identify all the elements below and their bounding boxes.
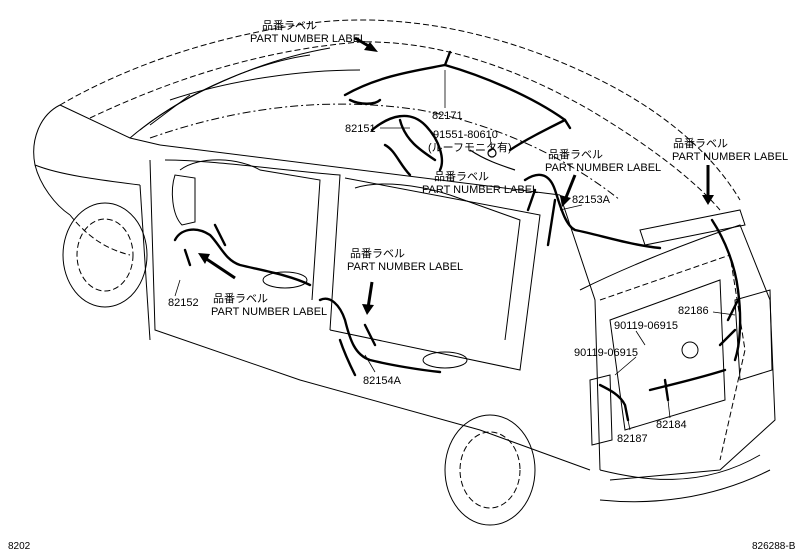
label-jp-hatch: 品番ラベル bbox=[673, 137, 728, 150]
harness-82184 bbox=[648, 368, 727, 402]
harness-82186 bbox=[710, 218, 742, 362]
footer-right-code: 826288-B bbox=[752, 541, 796, 552]
label-jp-top: 品番ラベル bbox=[262, 19, 317, 32]
footer-left-code: 8202 bbox=[8, 541, 31, 552]
label-jp-rear-door: 品番ラベル bbox=[350, 247, 405, 260]
part-82154A: 82154A bbox=[363, 375, 402, 387]
part-91551-80610: 91551-80610 bbox=[433, 129, 498, 141]
part-82153A: 82153A bbox=[572, 194, 611, 206]
label-jp-roof-right: 品番ラベル bbox=[548, 148, 603, 161]
part-82151: 82151 bbox=[345, 123, 376, 135]
leader-lines bbox=[174, 70, 736, 431]
label-jp-front-door: 品番ラベル bbox=[213, 292, 268, 305]
label-jp-roof-mid: 品番ラベル bbox=[434, 170, 489, 183]
label-en-hatch: PART NUMBER LABEL bbox=[672, 151, 788, 163]
part-82186: 82186 bbox=[678, 305, 709, 317]
part-90119-06915-a: 90119-06915 bbox=[614, 320, 678, 332]
part-91551-note: (ルーフモニタ有) bbox=[428, 140, 512, 154]
harness-82153A bbox=[523, 173, 662, 250]
part-82187: 82187 bbox=[617, 433, 648, 445]
part-82152: 82152 bbox=[168, 297, 199, 309]
harness-82151 bbox=[370, 114, 516, 177]
part-82184: 82184 bbox=[656, 419, 687, 431]
harness-82187 bbox=[598, 383, 630, 422]
harness-82171 bbox=[343, 50, 572, 152]
harness-82154A bbox=[318, 297, 442, 377]
harness-82152 bbox=[173, 223, 312, 287]
label-en-roof-mid: PART NUMBER LABEL bbox=[422, 184, 538, 196]
label-en-roof-right: PART NUMBER LABEL bbox=[545, 162, 661, 174]
part-90119-06915-b: 90119-06915 bbox=[574, 347, 638, 359]
label-en-front-door: PART NUMBER LABEL bbox=[211, 306, 327, 318]
label-en-rear-door: PART NUMBER LABEL bbox=[347, 261, 463, 273]
label-en-top: PART NUMBER LABEL bbox=[250, 33, 366, 45]
vehicle-body-outline bbox=[33, 19, 776, 526]
part-82171: 82171 bbox=[432, 110, 463, 122]
label-arrows bbox=[198, 36, 714, 315]
